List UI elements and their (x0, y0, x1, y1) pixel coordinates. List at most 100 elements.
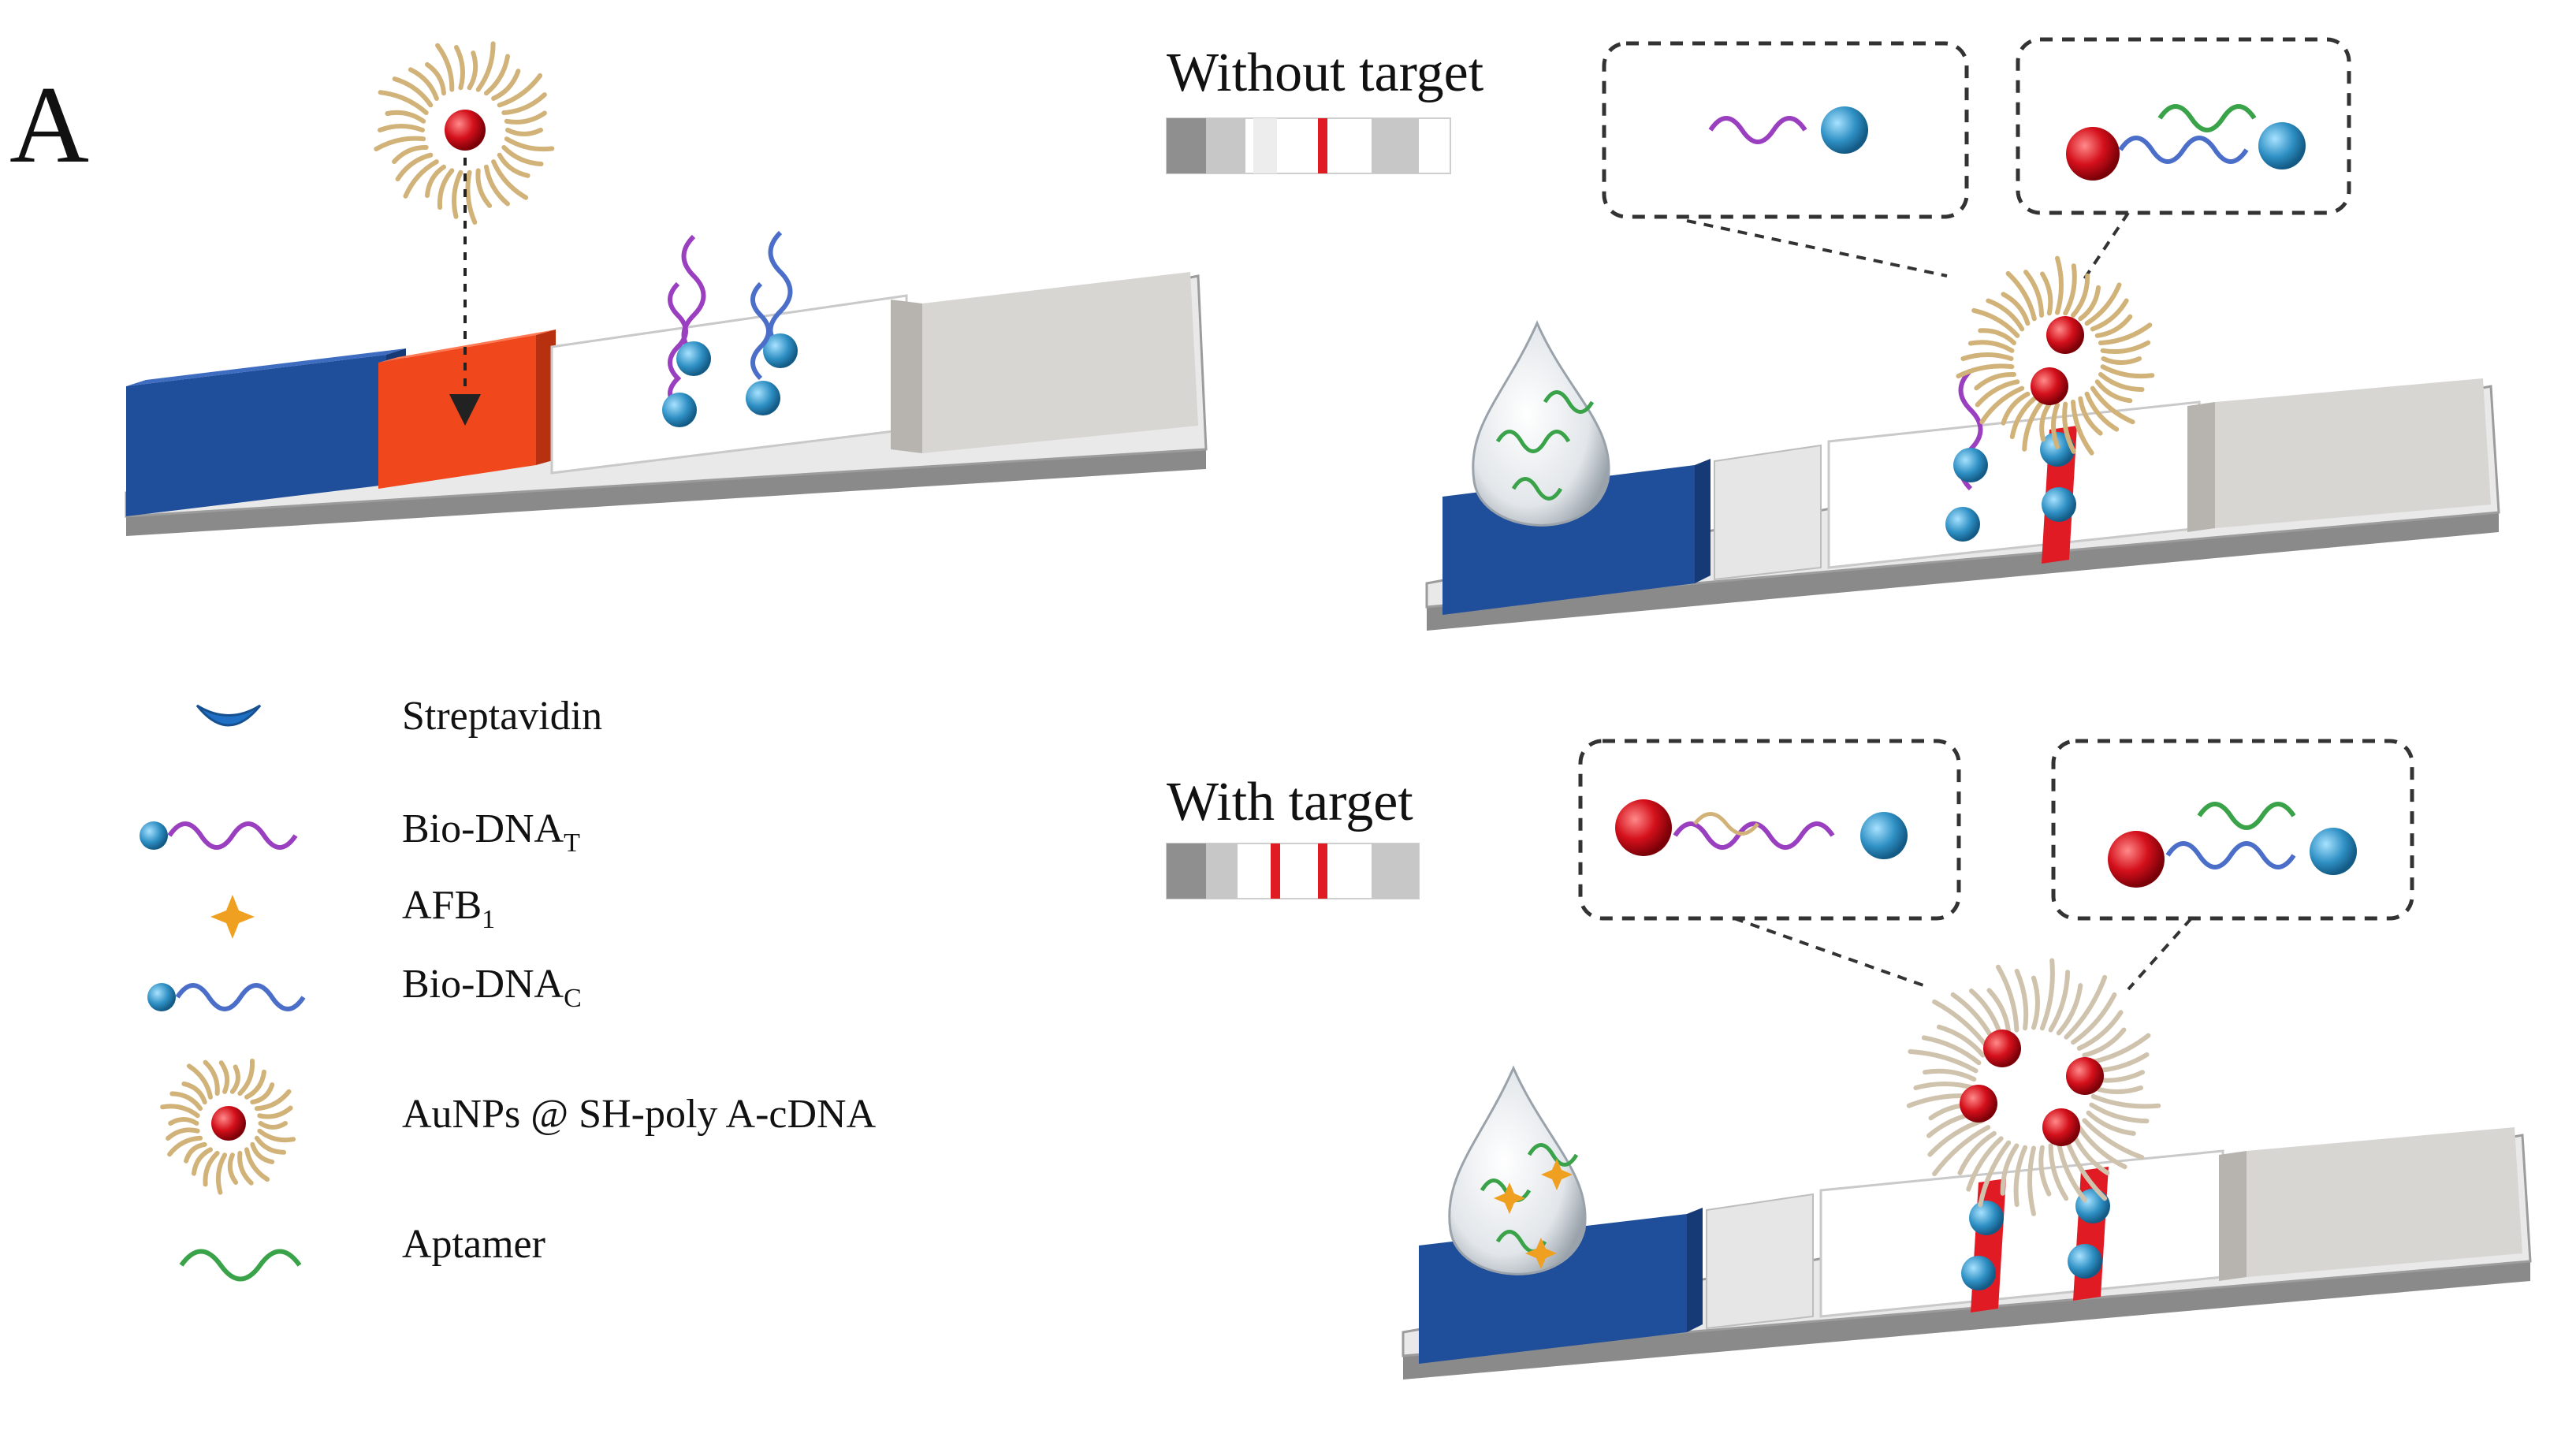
cdna-strand (425, 164, 446, 199)
cdna-strand (1932, 999, 1991, 1051)
cdna-strand (257, 1128, 296, 1143)
panel-label: A (9, 64, 89, 186)
cdna-strand (2100, 340, 2151, 355)
legend-label-aptamer: Aptamer (402, 1222, 545, 1267)
cdna-strand (497, 152, 530, 178)
cdna-strand (229, 1064, 240, 1094)
cdna-strand (167, 1135, 203, 1157)
cdna-strand (2014, 968, 2029, 1031)
cdna-strand (1927, 1118, 1986, 1157)
strip-with-target (1402, 958, 2532, 1380)
strip-untreated (125, 230, 1208, 536)
cdna-strand (1936, 1024, 1986, 1058)
afb1-icon (210, 895, 255, 939)
cdna-strand (2091, 1085, 2143, 1094)
legend: Streptavidin Bio-DNAT AFB1 Bio-DNAC AuNP… (140, 694, 877, 1282)
cdna-strand (1979, 385, 2025, 425)
legend-label-afb1: AFB1 (402, 883, 495, 934)
cdna-strand (237, 1058, 255, 1097)
cdna-strand (2013, 1145, 2028, 1208)
cdna-strand (452, 169, 463, 219)
cdna-strand (250, 1141, 275, 1164)
cdna-strand (257, 1105, 293, 1119)
cdna-strand (378, 124, 425, 132)
cdna-strand (2089, 1102, 2150, 1124)
cdna-strand (2078, 285, 2101, 322)
cdna-strand (491, 159, 529, 200)
cdna-strand (392, 76, 434, 108)
cdna-strand (484, 164, 510, 207)
cdna-strand (501, 145, 544, 166)
cdna-strand (437, 168, 455, 210)
cdna-strand (203, 1150, 220, 1187)
cdna-strand (2022, 400, 2044, 452)
cdna-strand (2039, 401, 2052, 442)
cdna-strand (1978, 328, 2016, 345)
legend-label-bio-dna-c: Bio-DNAC (402, 962, 582, 1013)
cdna-strand (2094, 314, 2133, 338)
cdna-strand (169, 1091, 203, 1111)
cdna-strand (374, 136, 426, 151)
bio-dna-t-icon (140, 821, 168, 850)
cdna-strand (2051, 402, 2060, 449)
cdna-strand (2001, 292, 2031, 326)
cdna-strand (2048, 1143, 2069, 1201)
cdna-strand (1996, 964, 2019, 1033)
cdna-strand (395, 152, 434, 182)
cdna-strand (2000, 1143, 2019, 1196)
cdna-strand (1971, 307, 2020, 338)
cdna-strand (484, 54, 510, 96)
cdna-strand (1957, 1130, 1997, 1175)
cdna-strand (385, 110, 426, 124)
control-line-probes (746, 230, 798, 415)
cdna-strand (1975, 379, 2020, 408)
with-target-heading: With target (1167, 772, 1413, 832)
legend-item-aptamer: Aptamer (179, 1222, 545, 1282)
aunp-probe-top (374, 41, 555, 426)
cdna-strand (2023, 270, 2044, 318)
cdna-strand (168, 1117, 199, 1126)
cdna-strand (254, 1089, 292, 1111)
cdna-strand (408, 67, 439, 101)
cdna-strand (160, 1104, 200, 1119)
cdna-strand (2009, 396, 2037, 440)
cdna-strand (497, 73, 543, 108)
without-target-heading: Without target (1167, 43, 1484, 103)
cdna-strand (425, 61, 446, 96)
strip-result-with-target (1166, 843, 1420, 899)
cdna-strand (1923, 1068, 1977, 1082)
cdna-strand (2090, 298, 2129, 332)
cdna-strand (2084, 391, 2120, 432)
cdna-strand (244, 1147, 270, 1182)
cdna-strand (2062, 401, 2076, 454)
callout-with-target-right (2051, 739, 2414, 991)
cdna-strand (215, 1152, 228, 1195)
cdna-strand (2098, 372, 2145, 393)
cdna-strand (2076, 1010, 2124, 1051)
cdna-strand (1913, 1082, 1976, 1090)
cdna-strand (1978, 1140, 2012, 1208)
cdna-strand (2071, 992, 2117, 1045)
cdna-strand (1960, 352, 2014, 361)
cdna-strand (1908, 1049, 1979, 1074)
cdna-strand (2076, 1125, 2127, 1170)
cdna-strand (2063, 263, 2077, 316)
cdna-strand (2027, 1145, 2036, 1216)
cdna-strand (237, 1150, 254, 1186)
cdna-strand (454, 45, 466, 91)
aptamer-icon (179, 1249, 302, 1282)
cdna-strand (2056, 983, 2083, 1036)
cdna-strand (186, 1063, 213, 1100)
test-line-probes (662, 234, 711, 427)
cdna-strand (2071, 400, 2094, 456)
cdna-strand (1986, 988, 2012, 1036)
cdna-strand (2005, 270, 2037, 322)
cdna-strand (2094, 379, 2133, 404)
cdna-strand (2056, 1140, 2087, 1203)
cdna-strand (192, 1147, 213, 1176)
cdna-strand (250, 1082, 275, 1105)
cdna-strand (435, 43, 455, 92)
cdna-strand (2071, 273, 2090, 318)
cdna-strand (1932, 1125, 1991, 1177)
